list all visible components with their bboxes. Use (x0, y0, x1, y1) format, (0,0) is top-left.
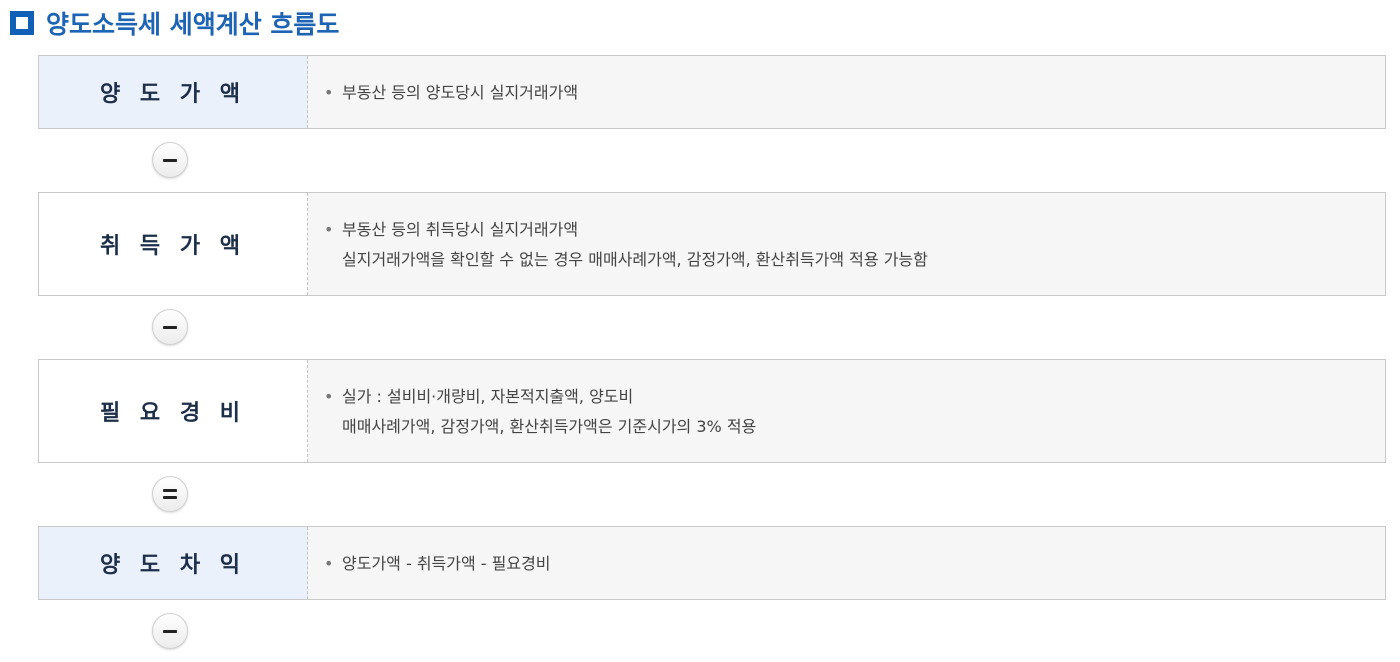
flow-step-capital-gain: 양 도 차 익 • 양도가액 - 취득가액 - 필요경비 (38, 526, 1386, 600)
bullet-icon: • (324, 83, 334, 102)
step-description: • 실가 : 설비비·개량비, 자본적지출액, 양도비 매매사례가액, 감정가액… (308, 360, 1385, 462)
description-line: 부동산 등의 취득당시 실지거래가액 (342, 220, 579, 239)
step-label: 양 도 가 액 (39, 56, 308, 128)
square-bullet-icon (10, 11, 34, 35)
description-line: 실가 : 설비비·개량비, 자본적지출액, 양도비 (342, 387, 634, 406)
step-description: • 부동산 등의 양도당시 실지거래가액 (308, 56, 1385, 128)
bullet-icon: • (324, 554, 334, 573)
page-title: 양도소득세 세액계산 흐름도 (46, 10, 340, 39)
step-label: 취 득 가 액 (39, 193, 308, 295)
section-title: 양도소득세 세액계산 흐름도 (10, 6, 339, 40)
minus-operator-icon (152, 142, 188, 178)
minus-operator-icon (152, 613, 188, 649)
description-line: 매매사례가액, 감정가액, 환산취득가액은 기준시가의 3% 적용 (342, 417, 757, 436)
step-label: 양 도 차 익 (39, 527, 308, 599)
description-line: 부동산 등의 양도당시 실지거래가액 (342, 83, 579, 102)
flow-step-necessary-expenses: 필 요 경 비 • 실가 : 설비비·개량비, 자본적지출액, 양도비 매매사례… (38, 359, 1386, 463)
description-line: 실지거래가액을 확인할 수 없는 경우 매매사례가액, 감정가액, 환산취득가액… (342, 250, 928, 269)
description-line: 양도가액 - 취득가액 - 필요경비 (342, 554, 551, 573)
step-description: • 양도가액 - 취득가액 - 필요경비 (308, 527, 1385, 599)
flow-step-transfer-price: 양 도 가 액 • 부동산 등의 양도당시 실지거래가액 (38, 55, 1386, 129)
equals-operator-icon (152, 476, 188, 512)
step-label: 필 요 경 비 (39, 360, 308, 462)
bullet-icon: • (324, 220, 334, 239)
step-description: • 부동산 등의 취득당시 실지거래가액 실지거래가액을 확인할 수 없는 경우… (308, 193, 1385, 295)
bullet-icon: • (324, 387, 334, 406)
flow-step-acquisition-price: 취 득 가 액 • 부동산 등의 취득당시 실지거래가액 실지거래가액을 확인할… (38, 192, 1386, 296)
minus-operator-icon (152, 309, 188, 345)
